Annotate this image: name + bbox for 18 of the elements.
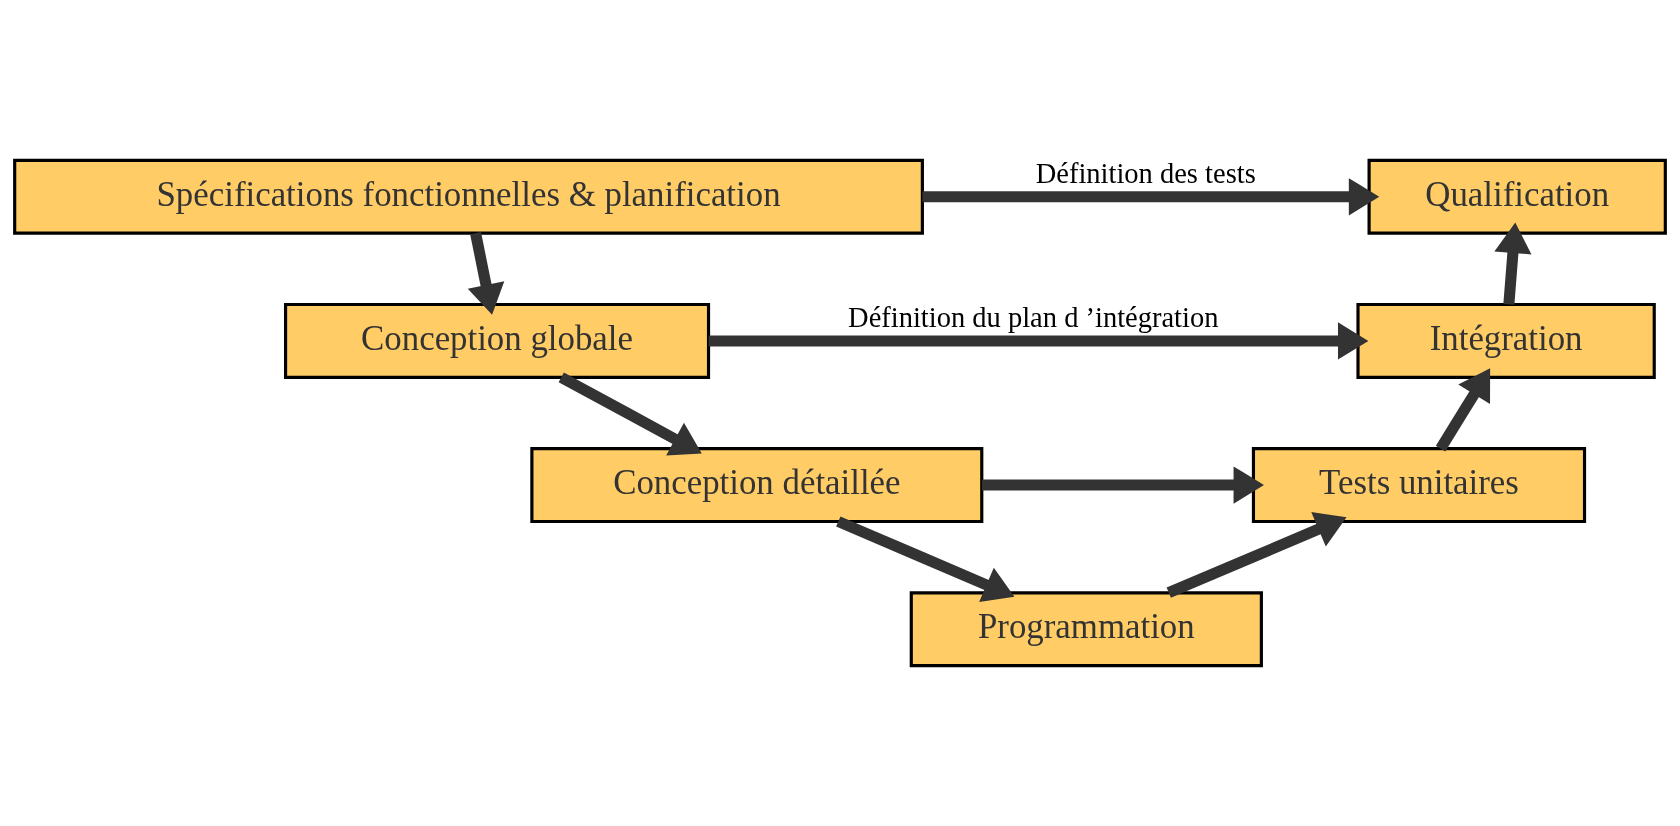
node-box: Conception globale <box>284 302 711 379</box>
arrow <box>1166 512 1347 598</box>
node-box: Spécifications fonctionnelles & planification <box>13 158 924 235</box>
arrow <box>708 322 1369 360</box>
arrow <box>1435 368 1491 452</box>
edge-label: Définition des tests <box>1035 158 1256 190</box>
node-box: Conception détaillée <box>530 447 984 524</box>
node-box: Qualification <box>1367 158 1667 235</box>
arrow <box>836 516 1015 603</box>
arrow <box>922 178 1380 216</box>
node-box: Tests unitaires <box>1251 447 1587 524</box>
arrow <box>981 466 1264 504</box>
edge-label: Définition du plan d ’intégration <box>848 302 1219 334</box>
arrow <box>558 372 702 456</box>
node-box: Intégration <box>1356 302 1656 379</box>
node-box: Programmation <box>909 591 1263 668</box>
arrow <box>1494 222 1532 305</box>
arrow <box>467 232 505 315</box>
